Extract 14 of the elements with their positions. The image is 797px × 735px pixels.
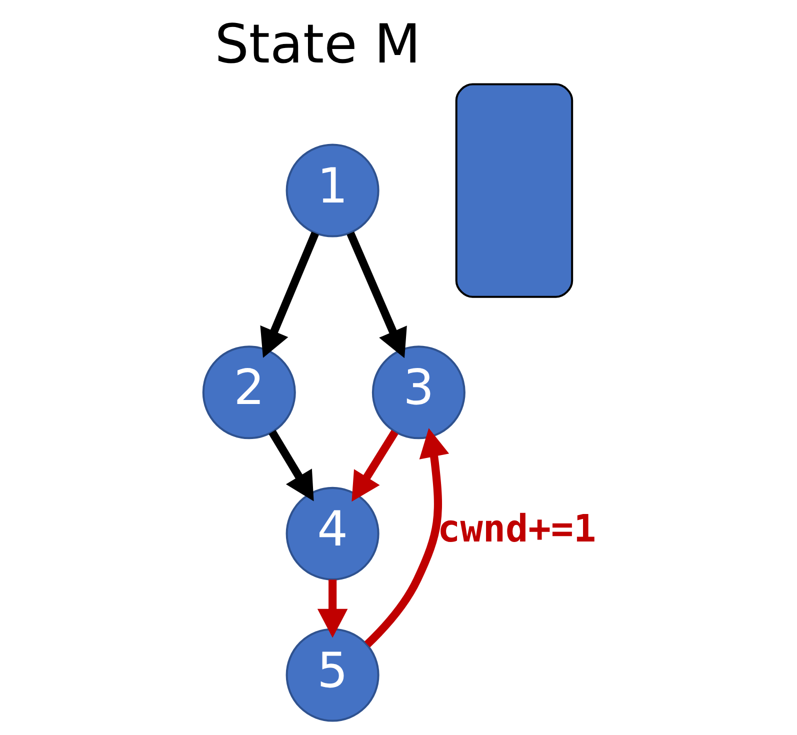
node-box [455,83,574,298]
arrow [364,428,450,648]
node-circle: 1 [286,144,380,238]
arrow [317,580,348,638]
arrow [260,232,319,358]
node-circle: 3 [372,346,466,440]
arrow [352,430,398,502]
arrow [346,232,407,358]
diagram-title: State M [214,12,421,76]
node-circle: 4 [286,486,380,580]
arrow [268,430,314,502]
edge-label: cwnd+=1 [438,506,596,551]
node-circle: 2 [202,346,296,440]
node-circle: 5 [286,628,380,722]
